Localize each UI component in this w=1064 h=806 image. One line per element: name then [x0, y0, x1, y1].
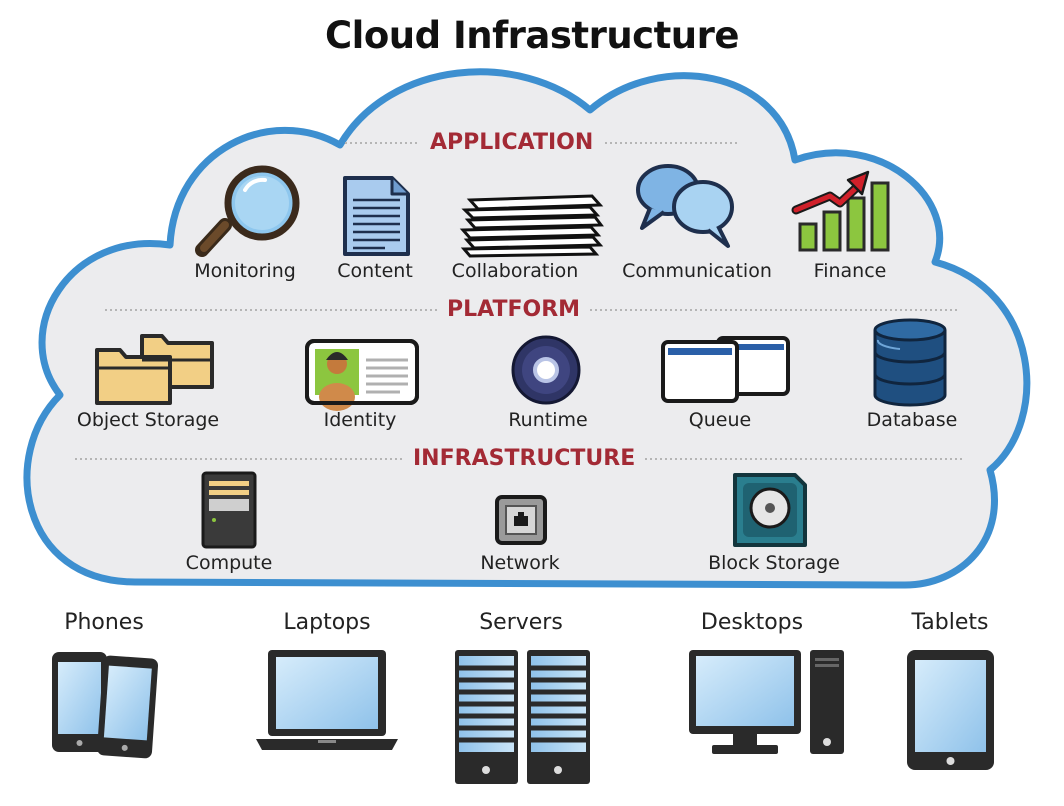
speech-bubbles-icon [636, 164, 734, 248]
disk-drive-icon [733, 473, 807, 547]
database-icon [873, 318, 947, 407]
phones-icon [52, 652, 159, 759]
application-heading: APPLICATION [420, 130, 604, 155]
stacked-sheets-icon [459, 194, 604, 258]
queue-label: Queue [688, 409, 752, 431]
infrastructure-heading: INFRASTRUCTURE [403, 446, 646, 471]
platform-heading: PLATFORM [437, 297, 591, 322]
laptops-label: Laptops [283, 610, 371, 635]
server-racks-icon [455, 650, 590, 784]
document-icon [343, 176, 410, 256]
disc-icon [511, 335, 581, 405]
identity-label: Identity [323, 409, 397, 431]
content-label: Content [337, 260, 413, 282]
windows-icon [661, 336, 790, 403]
object-storage-label: Object Storage [76, 409, 220, 431]
communication-label: Communication [622, 260, 772, 282]
phones-label: Phones [64, 610, 144, 635]
database-label: Database [866, 409, 958, 431]
servers-label: Servers [479, 610, 563, 635]
runtime-label: Runtime [508, 409, 588, 431]
laptop-icon [256, 650, 398, 750]
server-tower-icon [201, 471, 257, 549]
block-storage-label: Block Storage [708, 552, 840, 574]
network-port-icon [495, 495, 547, 545]
monitoring-label: Monitoring [194, 260, 296, 282]
tablets-label: Tablets [911, 610, 989, 635]
desktop-icon [689, 650, 844, 754]
finance-label: Finance [813, 260, 887, 282]
id-card-icon [305, 339, 419, 411]
diagram-title: Cloud Infrastructure [325, 14, 739, 57]
network-label: Network [480, 552, 560, 574]
growth-chart-icon [791, 170, 890, 252]
compute-label: Compute [185, 552, 273, 574]
tablet-icon [907, 650, 994, 770]
folders-icon [95, 334, 214, 405]
magnifier-icon [195, 165, 300, 257]
desktops-label: Desktops [700, 610, 804, 635]
collaboration-label: Collaboration [451, 260, 579, 282]
